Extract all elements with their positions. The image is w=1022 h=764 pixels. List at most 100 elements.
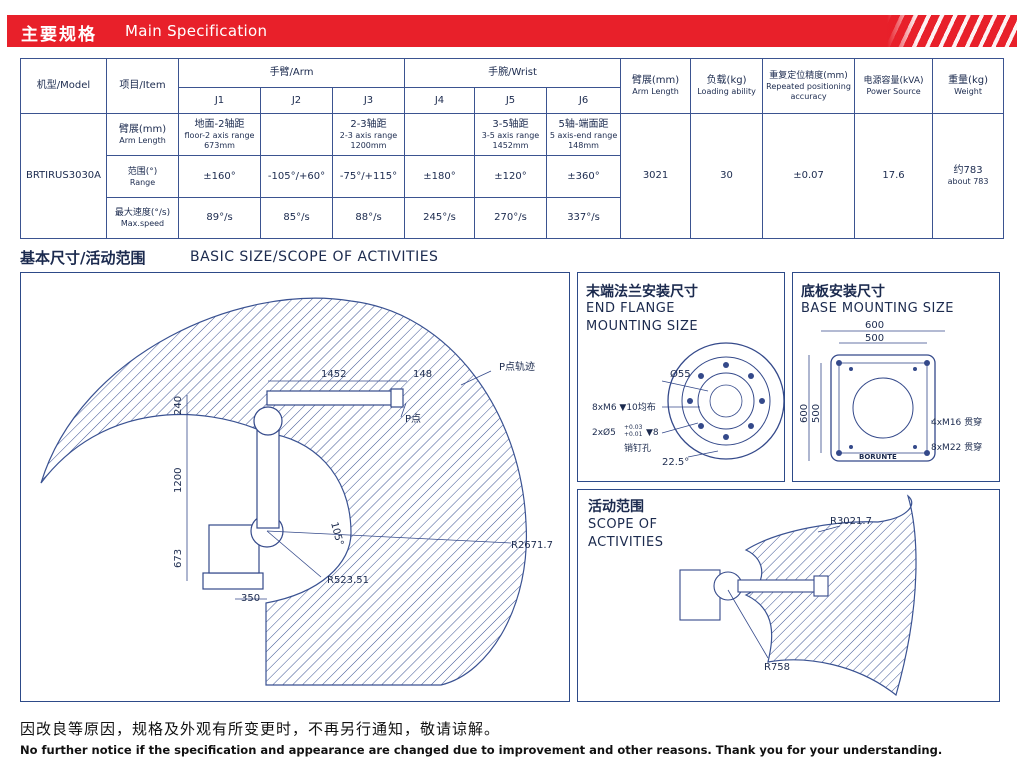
header-arm-length-en: Arm Length	[632, 87, 679, 97]
header-item: 项目/Item	[106, 58, 179, 114]
al-j6-val: 148mm	[568, 140, 599, 150]
main-drawing-svg: 1452 148 240 1200 673 350 105° P点轨迹 P点 R…	[40, 297, 553, 686]
al-j3-cn: 2-3轴距	[350, 118, 387, 130]
header-power: 电源容量(kVA)Power Source	[854, 58, 934, 114]
al-j2	[260, 113, 333, 156]
scope-title-en-1: SCOPE OF	[588, 517, 658, 532]
base-bolt-holes	[836, 360, 930, 456]
al-j1-val: 673mm	[204, 140, 235, 150]
al-j5-val: 1452mm	[492, 140, 529, 150]
al-j5-en: 3-5 axis range	[481, 130, 540, 140]
base-w600: 600	[865, 320, 884, 331]
base-panel: 底板安装尺寸 BASE MOUNTING SIZE 600 500 600 50…	[792, 272, 1000, 482]
flange-title-en-2: MOUNTING SIZE	[586, 319, 699, 334]
al-j6-cn: 5轴-端面距	[558, 118, 609, 130]
flange-title-en-1: END FLANGE	[586, 301, 676, 316]
scope-drawing-svg: R3021.7 R758	[679, 494, 917, 697]
dim-350: 350	[241, 593, 260, 604]
flange-pin-depth: ▼8	[646, 428, 659, 438]
arm-length-value: 3021	[620, 113, 692, 239]
r-2671-label: R2671.7	[511, 540, 553, 551]
row-range-en: Range	[129, 177, 156, 187]
base-m16: 4xM16 贯穿	[931, 416, 982, 428]
header-load-en: Loading ability	[697, 87, 756, 97]
joint-j3: J3	[331, 87, 406, 114]
dim-1452: 1452	[321, 369, 346, 380]
header-model: 机型/Model	[20, 58, 107, 114]
flange-d55: Ø55	[670, 368, 691, 380]
al-j4	[404, 113, 476, 156]
flange-pin: 2xØ5	[592, 427, 616, 438]
dim-240: 240	[173, 396, 184, 415]
base-plate-outline	[808, 330, 945, 462]
range-j3: -75°/+115°	[331, 155, 406, 198]
range-j2: -105°/+60°	[260, 155, 333, 198]
joint-j6: J6	[546, 87, 622, 114]
dimension-lines	[186, 370, 512, 600]
base-h600: 600	[799, 404, 810, 423]
load-value: 30	[690, 113, 764, 239]
header-load-cn: 负载(kg)	[706, 75, 747, 87]
weight-cn: 约783	[953, 165, 983, 177]
al-j1-en: floor-2 axis range	[184, 130, 255, 140]
speed-j5: 270°/s	[474, 197, 548, 239]
row-speed-label: 最大速度(°/s)Max.speed	[106, 197, 179, 239]
row-range-label: 范围(°)Range	[106, 155, 179, 198]
speed-j1: 89°/s	[178, 197, 261, 239]
speed-j6: 337°/s	[546, 197, 622, 239]
speed-j3: 88°/s	[331, 197, 406, 239]
row-speed-cn: 最大速度(°/s)	[114, 208, 171, 219]
row-arm-length-cn: 臂展(mm)	[118, 123, 167, 135]
flange-leaders	[661, 380, 719, 458]
scope-envelope	[744, 494, 917, 697]
al-j3-en: 2-3 axis range	[339, 130, 398, 140]
joint-j2: J2	[260, 87, 333, 114]
weight-en: about 783	[947, 177, 989, 187]
header-arm-length-cn: 臂展(mm)	[631, 75, 680, 87]
row-arm-length-en: Arm Length	[119, 135, 166, 145]
power-value: 17.6	[854, 113, 934, 239]
flange-m6: 8xM6 ▼10均布	[592, 401, 656, 413]
al-j6-en: 5 axis-end range	[549, 130, 618, 140]
p-trajectory-label: P点轨迹	[499, 360, 535, 373]
row-arm-length-label: 臂展(mm)Arm Length	[106, 113, 179, 156]
header-power-en: Power Source	[866, 87, 921, 97]
range-j1: ±160°	[178, 155, 261, 198]
base-h500: 500	[811, 404, 822, 423]
r-523-label: R523.51	[327, 575, 369, 586]
base-w500: 500	[865, 333, 884, 344]
joint-j1: J1	[178, 87, 261, 114]
robot-side-view	[202, 388, 404, 590]
dim-1200: 1200	[173, 468, 184, 493]
scope-robot-top	[679, 569, 829, 621]
header-wrist: 手腕/Wrist	[404, 58, 622, 88]
header-weight-en: Weight	[954, 87, 982, 97]
range-j5: ±120°	[474, 155, 548, 198]
scope-r3021: R3021.7	[830, 516, 872, 527]
flange-tol-dn: +0.01	[624, 431, 643, 438]
row-range-cn: 范围(°)	[127, 166, 158, 177]
section-title-cn: 基本尺寸/活动范围	[20, 249, 146, 267]
flange-pin-label: 销钉孔	[624, 442, 651, 454]
flange-title-cn: 末端法兰安装尺寸	[586, 284, 698, 300]
flange-circles	[667, 342, 784, 460]
footer-en: No further notice if the specification a…	[20, 743, 943, 757]
header-weight: 重量(kg)Weight	[932, 58, 1005, 114]
base-title-en: BASE MOUNTING SIZE	[801, 301, 955, 316]
base-m22: 8xM22 贯穿	[931, 441, 982, 453]
header-title-cn: 主要规格	[21, 25, 97, 45]
flange-drawing-svg: Ø55 8xM6 ▼10均布 2xØ5 +0.03 +0.01 ▼8 销钉孔 2…	[592, 342, 784, 468]
range-j4: ±180°	[404, 155, 476, 198]
model-cell: BRTIRUS3030A	[20, 113, 107, 239]
al-j1-cn: 地面-2轴距	[194, 118, 245, 130]
range-j6: ±360°	[546, 155, 622, 198]
joint-j4: J4	[404, 87, 476, 114]
dim-148: 148	[413, 369, 432, 380]
header-load: 负载(kg)Loading ability	[690, 58, 764, 114]
header-repeat: 重复定位精度(mm)Repeated positioning accuracy	[762, 58, 856, 114]
